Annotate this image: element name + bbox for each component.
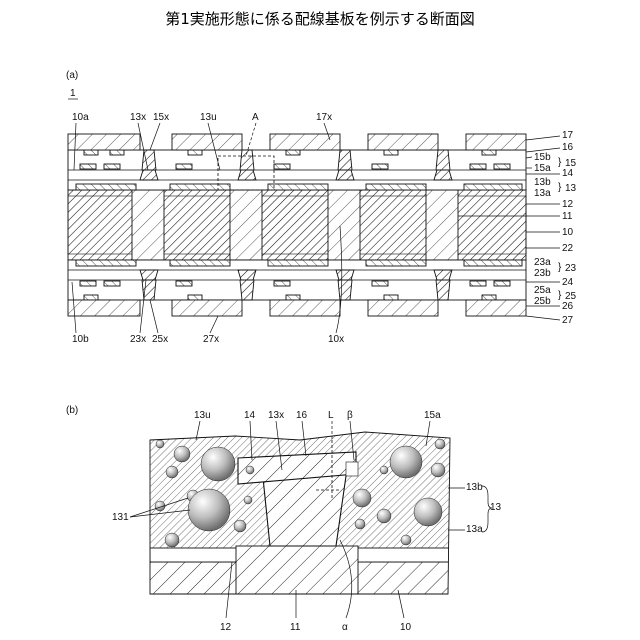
label-11: 11 [562, 211, 573, 222]
svg-text:}: } [558, 182, 562, 193]
label-b-L: L [328, 410, 334, 421]
label-27: 27 [562, 315, 574, 326]
label-b-13a: 13a [466, 524, 483, 535]
label-25x: 25x [152, 334, 168, 345]
label-b-10: 10 [400, 622, 412, 633]
reference-number-1: 1 [70, 88, 76, 99]
label-10b: 10b [72, 334, 89, 345]
panel-a-cross-section [68, 134, 526, 316]
label-10: 10 [562, 227, 574, 238]
label-b-13b: 13b [466, 482, 483, 493]
label-13b: 13b [534, 177, 551, 188]
label-b-alpha: α [342, 622, 348, 633]
label-b-11: 11 [290, 622, 301, 633]
label-23x: 23x [130, 334, 146, 345]
label-23a: 23a [534, 257, 551, 268]
panel-b-label: (b) [66, 405, 78, 416]
label-12: 12 [562, 199, 574, 210]
panel-b-enlarged-section [140, 420, 460, 602]
label-15a: 15a [534, 163, 551, 174]
label-25b: 25b [534, 296, 551, 307]
label-10a: 10a [72, 112, 89, 123]
solder-resist-27 [68, 300, 526, 316]
label-b-131: 131 [112, 512, 129, 523]
solder-resist-17 [68, 134, 526, 150]
label-27x: 27x [203, 334, 219, 345]
label-b-16: 16 [296, 410, 308, 421]
label-13a: 13a [534, 188, 551, 199]
svg-text:}: } [558, 262, 562, 273]
label-b-15a: 15a [424, 410, 441, 421]
label-24: 24 [562, 277, 574, 288]
panel-a-label: (a) [66, 70, 78, 81]
label-b-beta: β [347, 410, 353, 421]
label-10x: 10x [328, 334, 344, 345]
label-13u: 13u [200, 112, 217, 123]
label-22: 22 [562, 243, 574, 254]
label-23b: 23b [534, 268, 551, 279]
label-b-13: 13 [490, 502, 502, 513]
label-25a: 25a [534, 285, 551, 296]
figure-title: 第1実施形態に係る配線基板を例示する断面図 [165, 10, 475, 28]
label-A: A [252, 112, 259, 123]
label-17: 17 [562, 130, 574, 141]
label-13x: 13x [130, 112, 146, 123]
label-23: 23 [565, 263, 577, 274]
label-14: 14 [562, 168, 574, 179]
label-17x: 17x [316, 112, 332, 123]
svg-text:}: } [558, 157, 562, 168]
label-b-12: 12 [220, 622, 232, 633]
label-b-13u: 13u [194, 410, 211, 421]
label-15b: 15b [534, 152, 551, 163]
label-b-13x: 13x [268, 410, 284, 421]
label-b-14: 14 [244, 410, 256, 421]
label-13: 13 [565, 183, 577, 194]
label-15x: 15x [153, 112, 169, 123]
svg-text:}: } [558, 290, 562, 301]
label-16: 16 [562, 142, 574, 153]
label-26: 26 [562, 301, 574, 312]
